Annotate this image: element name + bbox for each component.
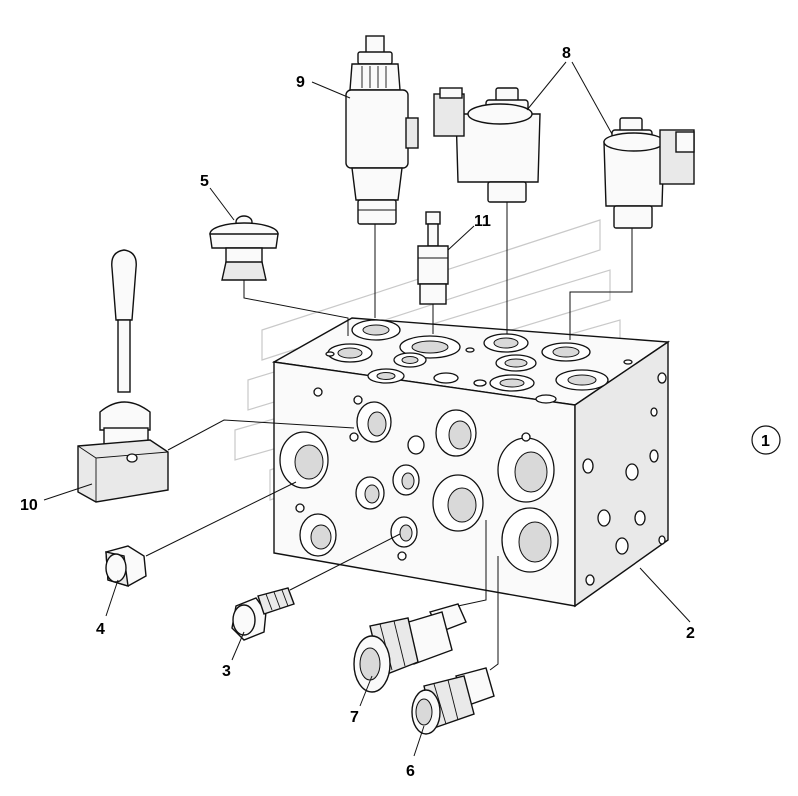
callout-1: 1 <box>751 425 781 455</box>
callout-6-label: 6 <box>406 763 415 780</box>
valve-cartridge-6 <box>411 667 495 735</box>
callout-2-label: 2 <box>686 625 695 642</box>
callout-3: 3 <box>222 631 245 680</box>
plug-screw-3 <box>231 587 295 641</box>
callout-1-label: 1 <box>761 433 770 450</box>
solenoid-valve-8b <box>603 117 695 229</box>
assembly-lines <box>145 202 633 671</box>
callout-7: 7 <box>350 675 373 726</box>
manifold-block <box>271 317 671 608</box>
callout-4: 4 <box>96 579 119 638</box>
callout-10-label: 10 <box>20 497 38 514</box>
callout-5: 5 <box>200 173 235 221</box>
callout-10: 10 <box>20 483 93 514</box>
callout-5-label: 5 <box>200 173 209 190</box>
cartridge-valve-9 <box>345 35 419 225</box>
callout-8-label: 8 <box>562 45 571 62</box>
hand-lever-10 <box>77 249 169 503</box>
plug-4 <box>105 545 147 587</box>
callout-7-label: 7 <box>350 709 359 726</box>
callout-3-label: 3 <box>222 663 231 680</box>
valve-cartridge-7 <box>353 603 467 693</box>
callout-9: 9 <box>296 74 351 99</box>
callout-9-label: 9 <box>296 74 305 91</box>
callout-11-label: 11 <box>474 213 491 230</box>
callout-6: 6 <box>406 725 425 780</box>
callout-11: 11 <box>447 213 491 251</box>
callout-8: 8 <box>526 45 613 135</box>
callout-2: 2 <box>639 567 695 642</box>
cap-plug-5 <box>209 215 279 281</box>
callout-4-label: 4 <box>96 621 105 638</box>
solenoid-valve-8a <box>433 87 541 203</box>
small-cartridge-11 <box>417 211 449 305</box>
